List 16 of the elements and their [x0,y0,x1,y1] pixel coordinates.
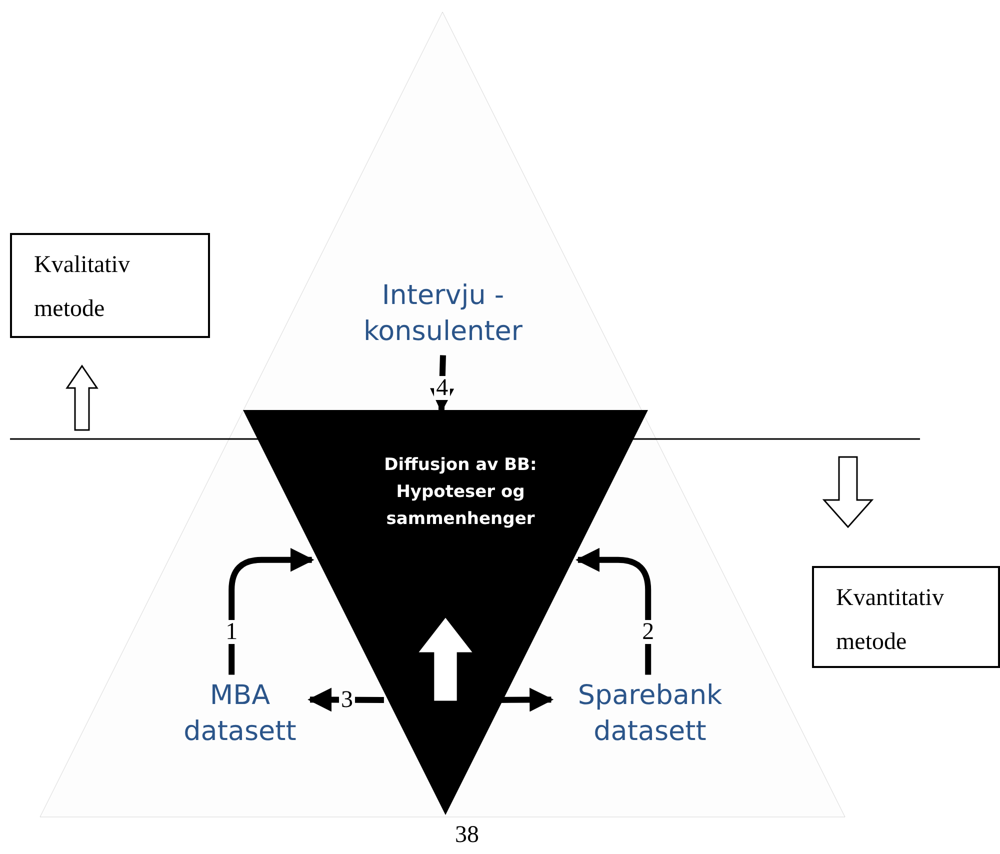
box-text: metode [836,628,908,657]
arrow [308,688,384,712]
arrow [228,548,314,675]
source-label: Intervju - konsulenter [333,278,553,350]
page-number: 38 [455,822,479,849]
arrow [576,548,652,675]
edge-label: 4 [434,376,450,400]
box-text: Kvalitativ [34,251,131,280]
source-label: Sparebank datasett [555,678,745,750]
node-text: Diffusjon av BB: Hypoteser og sammenhenger [383,454,538,531]
method-box [812,566,1000,668]
source-label: MBA datasett [170,678,310,750]
arrow [430,355,454,412]
box-text: metode [34,295,106,324]
method-box [10,233,210,338]
box-text: Kvantitativ [836,584,945,613]
